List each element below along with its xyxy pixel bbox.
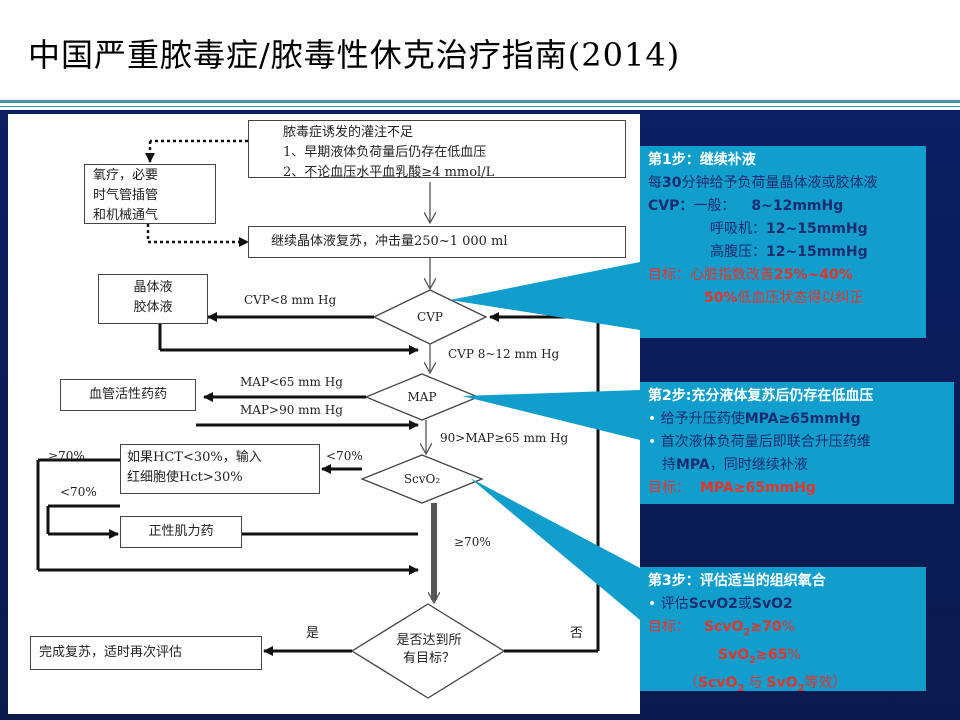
crystalloid-colloid-box: 晶体液 胶体液 xyxy=(98,274,208,324)
map-low-label: MAP<65 mm Hg xyxy=(240,375,343,389)
cvp-diamond-label: CVP xyxy=(417,310,443,324)
lt70-right-label: <70% xyxy=(326,449,363,463)
step2-goal: 目标：MPA≥65mmHg xyxy=(648,480,816,496)
step3-goal1: 目标：ScvO2≥70% xyxy=(648,619,795,638)
crystalloid-resuscitation-box: 继续晶体液复苏，冲击量250~1 000 ml xyxy=(248,226,626,258)
cvp-ok-label: CVP 8~12 mm Hg xyxy=(448,347,560,361)
step3-callout: 第3步：评估适当的组织氧合 • 评估ScvO2或SvO2 目标：ScvO2≥70… xyxy=(640,567,926,693)
goal-diamond-shape xyxy=(350,603,506,699)
yes-label: 是 xyxy=(306,626,320,641)
cvp-low-label: CVP<8 mm Hg xyxy=(244,293,337,307)
slide-title: 中国严重脓毒症/脓毒性休克治疗指南(2014) xyxy=(28,36,681,74)
step3-pointer xyxy=(470,478,640,620)
step2-bullet1: • 给予升压药使MPA≥65mmHg xyxy=(648,411,861,427)
step1-pointer xyxy=(450,262,640,330)
bullet-icon: • xyxy=(648,411,657,427)
step2-bullet2-cont: 持MPA，同时继续补液 xyxy=(662,457,808,473)
map-diamond-shape xyxy=(364,373,480,421)
step2-header: 第2步:充分液体复苏后仍存在低血压 xyxy=(648,388,874,404)
no-label: 否 xyxy=(570,626,584,641)
flowchart-panel: 脓毒症诱发的灌注不足 1、早期液体负荷量后仍存在低血压 2、不论血压水平血乳酸≥… xyxy=(8,114,640,714)
step2-callout: 第2步:充分液体复苏后仍存在低血压 • 给予升压药使MPA≥65mmHg • 首… xyxy=(640,382,954,504)
step1-goal1: 目标：心脏指数改善25%~40% xyxy=(648,267,853,283)
ge70-left-label: ≥70% xyxy=(48,449,85,463)
inotrope-box: 正性肌力药 xyxy=(120,516,242,548)
complete-resuscitation-box: 完成复苏，适时再次评估 xyxy=(30,636,262,670)
step1-line1: 每30分钟给予负荷量晶体液或胶体液 xyxy=(648,175,878,191)
ge70-down-label: ≥70% xyxy=(454,535,491,549)
lt70-left-label: <70% xyxy=(60,485,97,499)
step3-bullet1: • 评估ScvO2或SvO2 xyxy=(648,596,793,612)
step1-cvp-general: CVP：一般：8~12mmHg xyxy=(648,198,844,214)
flowchart-connectors xyxy=(36,139,600,699)
hct-transfusion-box: 如果HCT<30%，输入 红细胞使Hct>30% xyxy=(120,444,320,494)
vasoactive-drug-box: 血管活性药药 xyxy=(60,379,196,411)
title-rule-thin xyxy=(0,106,960,107)
map-high-label: MAP>90 mm Hg xyxy=(240,403,343,417)
step1-cvp-ventilator: 呼吸机：12~15mmHg xyxy=(710,221,868,237)
scvo2-diamond-shape xyxy=(360,454,484,504)
oxygen-box: 氧疗，必要 时气管插管 和机械通气 xyxy=(84,164,216,224)
map-diamond-label: MAP xyxy=(407,390,437,404)
scvo2-diamond-label: ScvO₂ xyxy=(403,472,441,486)
top-box: 脓毒症诱发的灌注不足 1、早期液体负荷量后仍存在低血压 2、不论血压水平血乳酸≥… xyxy=(248,120,626,180)
map-ok-label: 90>MAP≥65 mm Hg xyxy=(440,431,569,445)
step2-pointer xyxy=(462,390,640,440)
goal-diamond-label: 是否达到所 有目标？ xyxy=(396,633,462,666)
step1-cvp-abdominal: 高腹压：12~15mmHg xyxy=(710,244,868,260)
title-rule xyxy=(0,100,960,103)
step1-callout: 第1步：继续补液 每30分钟给予负荷量晶体液或胶体液 CVP：一般：8~12mm… xyxy=(640,146,926,338)
bullet-icon: • xyxy=(648,434,657,450)
step2-bullet2: • 首次液体负荷量后即联合升压药维 xyxy=(648,434,871,450)
step1-header: 第1步：继续补液 xyxy=(648,152,756,168)
step1-goal2: 50%低血压状态得以纠正 xyxy=(704,290,864,306)
step3-header: 第3步：评估适当的组织氧合 xyxy=(648,573,826,589)
bullet-icon: • xyxy=(648,596,657,612)
step3-goal2: SvO2≥65% xyxy=(718,646,801,666)
